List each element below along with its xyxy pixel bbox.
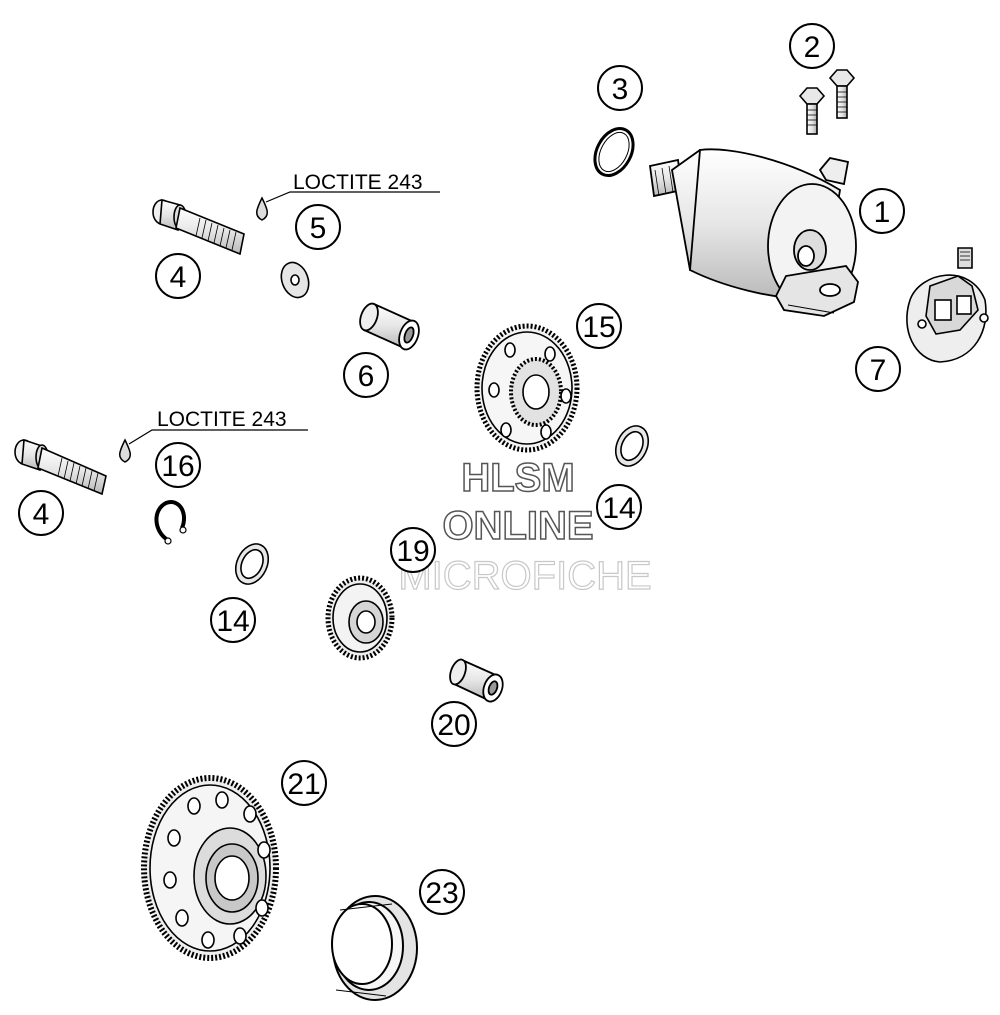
starter-motor-icon xyxy=(648,148,859,317)
svg-text:15: 15 xyxy=(582,311,615,344)
callout-4: 4 xyxy=(155,253,201,299)
washer-icon xyxy=(280,261,310,299)
svg-text:21: 21 xyxy=(287,768,320,801)
svg-text:5: 5 xyxy=(310,212,327,245)
screw-icon xyxy=(152,198,245,256)
gear-icon xyxy=(325,575,395,661)
loctite-drop-icon xyxy=(256,196,268,221)
loctite-leader xyxy=(128,191,440,445)
callout-23: 23 xyxy=(419,869,465,915)
callout-6: 6 xyxy=(343,352,389,398)
svg-text:14: 14 xyxy=(216,605,249,638)
svg-text:2: 2 xyxy=(804,31,821,64)
bearing-ring-icon xyxy=(331,895,418,1001)
washer-icon xyxy=(234,543,270,585)
svg-text:19: 19 xyxy=(396,535,429,568)
circlip-icon xyxy=(154,500,187,545)
screw-icon xyxy=(14,438,107,496)
svg-text:1: 1 xyxy=(874,196,891,229)
bushing-icon xyxy=(449,658,504,703)
callout-20: 20 xyxy=(431,701,477,747)
callout-4: 4 xyxy=(18,490,64,536)
callout-1: 1 xyxy=(859,188,905,234)
callout-5: 5 xyxy=(295,204,341,250)
callout-16: 16 xyxy=(155,442,201,488)
watermark: HLSM ONLINE MICROFICHE xyxy=(398,455,653,598)
bushing-icon xyxy=(359,302,420,351)
svg-text:3: 3 xyxy=(612,73,629,106)
intermediate-gear-icon xyxy=(474,323,580,453)
bolt-icon xyxy=(798,69,856,135)
svg-text:ONLINE: ONLINE xyxy=(442,504,593,548)
svg-text:HLSM: HLSM xyxy=(461,456,574,500)
callout-7: 7 xyxy=(855,346,901,392)
callout-14: 14 xyxy=(210,597,256,643)
callout-21: 21 xyxy=(281,760,327,806)
callout-14: 14 xyxy=(596,484,642,530)
svg-text:20: 20 xyxy=(437,709,470,742)
washer-icon xyxy=(614,425,650,467)
loctite-note: LOCTITE 243 xyxy=(157,408,287,431)
svg-text:6: 6 xyxy=(358,360,375,393)
callout-3: 3 xyxy=(597,65,643,111)
svg-text:14: 14 xyxy=(602,492,635,525)
o-ring-icon xyxy=(593,127,635,177)
brush-holder-icon xyxy=(906,247,989,363)
callout-19: 19 xyxy=(390,527,436,573)
svg-text:4: 4 xyxy=(170,261,187,294)
loctite-drop-icon xyxy=(119,438,131,463)
svg-text:MICROFICHE: MICROFICHE xyxy=(398,554,651,598)
svg-text:16: 16 xyxy=(161,450,194,483)
callout-2: 2 xyxy=(789,23,835,69)
svg-text:4: 4 xyxy=(33,498,50,531)
loctite-note: LOCTITE 243 xyxy=(293,171,423,194)
svg-text:7: 7 xyxy=(870,354,887,387)
svg-text:23: 23 xyxy=(425,877,458,910)
callout-15: 15 xyxy=(576,303,622,349)
freewheel-gear-icon xyxy=(141,775,279,961)
